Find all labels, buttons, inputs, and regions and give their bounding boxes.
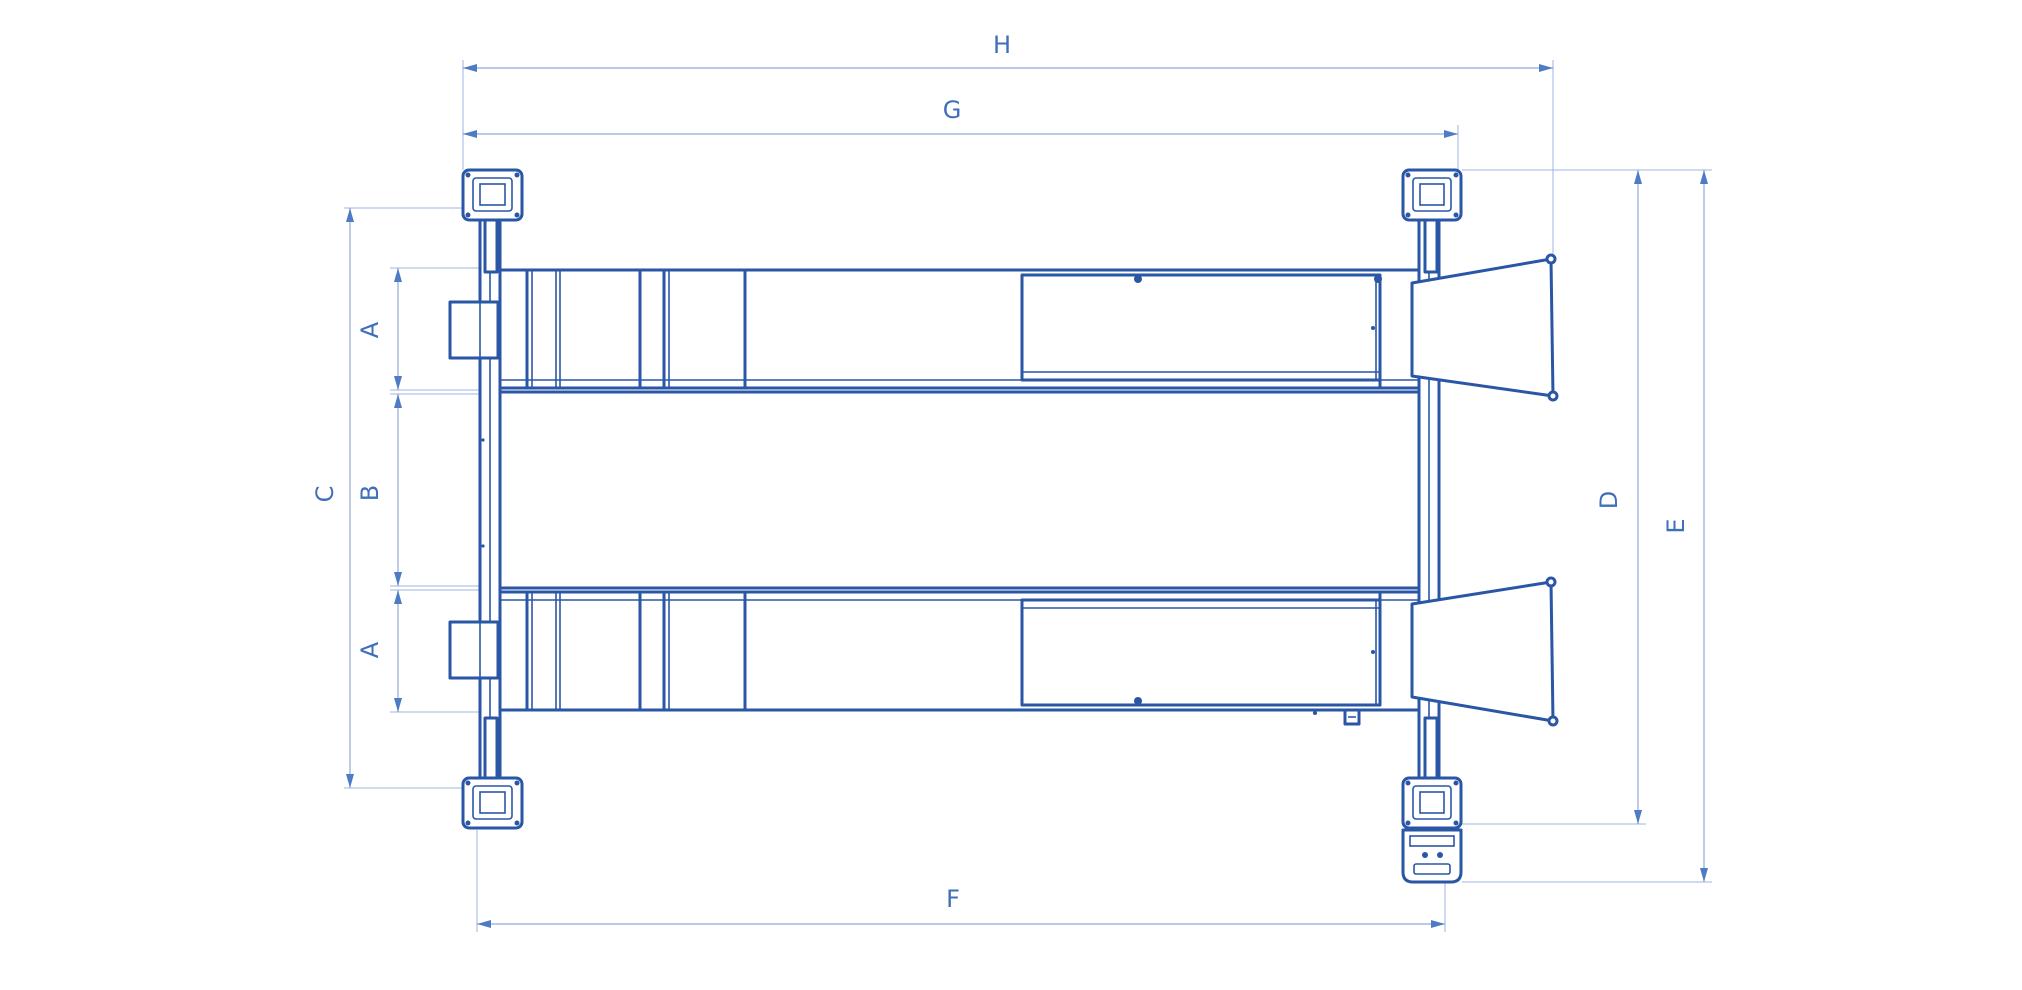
dimension-c: C: [311, 207, 470, 789]
beam-markers: [481, 438, 485, 548]
dimension-f: F: [476, 830, 1446, 932]
dimension-b: B: [356, 393, 500, 587]
label-h: H: [993, 31, 1011, 59]
dimension-lines: H G F C: [311, 31, 1712, 932]
dimension-h: H: [462, 31, 1554, 260]
label-f: F: [946, 885, 960, 913]
post-top-right: [1401, 168, 1463, 222]
post-bottom-right: [1401, 776, 1463, 830]
runway-bottom: [448, 576, 1559, 727]
label-c: C: [311, 486, 339, 503]
dimension-g: G: [463, 96, 1459, 172]
label-g: G: [943, 96, 962, 124]
label-d: D: [1595, 491, 1623, 509]
control-unit: [1401, 828, 1463, 884]
runway-top: [448, 253, 1559, 402]
label-a-top: A: [356, 321, 384, 338]
label-a-bottom: A: [356, 641, 384, 658]
post-top-left: [461, 168, 524, 222]
post-bottom-left: [461, 776, 524, 830]
label-b: B: [356, 485, 384, 501]
label-e: E: [1662, 518, 1690, 533]
dimension-e: E: [1462, 169, 1712, 883]
